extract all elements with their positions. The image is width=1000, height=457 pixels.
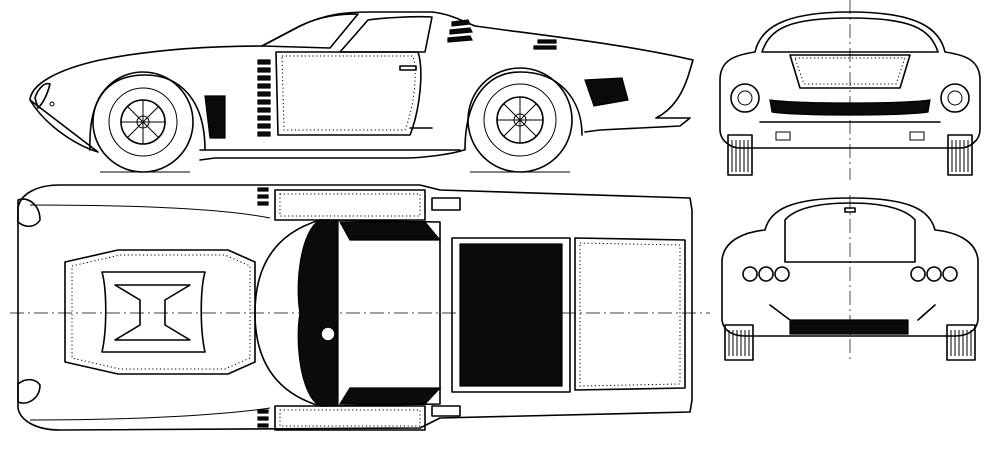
plate-right: [909, 131, 925, 141]
rear-intake: [584, 77, 629, 107]
exhaust-pipes: [769, 304, 936, 321]
rear-wheel: [467, 67, 573, 173]
front-view: [719, 0, 981, 180]
rear-quarter-vents: [447, 19, 557, 50]
nose-light-bottom: [17, 378, 41, 404]
fuel-cap-bottom: [431, 405, 461, 417]
front-hood-bulge: [789, 54, 911, 89]
side-view: [29, 11, 694, 173]
a-pillar-dark: [297, 219, 339, 407]
front-body-outline: [719, 11, 981, 149]
rear-wing: [844, 207, 856, 213]
mirror-badge: [320, 326, 336, 342]
engine-cover: [574, 237, 686, 391]
engine-cover-rivets: [579, 242, 681, 387]
rear-arch: [464, 71, 583, 151]
door-rivets: [279, 193, 421, 427]
rear-window: [459, 243, 563, 387]
front-hood-rivets: [794, 57, 906, 85]
door-top: [274, 189, 426, 221]
rear-body-outline: [721, 197, 979, 337]
tail-lights-left: [742, 266, 790, 282]
front-tire-left: [727, 134, 753, 176]
door-handle: [399, 65, 417, 71]
headlight-right: [940, 83, 970, 113]
headlight-left: [730, 83, 760, 113]
hood-scoop: [101, 271, 206, 353]
side-glass-top: [338, 221, 442, 241]
door-bottom: [274, 405, 426, 431]
fender-vents: [257, 59, 271, 137]
side-window: [339, 15, 433, 53]
front-intake: [204, 95, 226, 139]
rear-view: [721, 195, 979, 361]
front-wheel: [92, 71, 194, 173]
roof-panel: [319, 219, 441, 407]
top-vents: [257, 187, 269, 428]
rear-tire-right: [946, 324, 976, 361]
front-windshield: [761, 17, 939, 53]
side-glass-bottom: [338, 387, 442, 405]
front-tire-right: [947, 134, 973, 176]
fuel-cap-top: [431, 197, 461, 211]
hood-rivets: [71, 254, 251, 370]
front-grille: [769, 99, 931, 116]
rear-window-frame: [451, 237, 571, 393]
rear-window: [784, 202, 916, 263]
rear-tire-left: [724, 324, 754, 361]
top-body-outline: [17, 184, 693, 431]
rear-diffuser: [789, 319, 909, 335]
tail-lights-right: [910, 266, 958, 282]
top-view: [10, 184, 710, 431]
side-door-rivets: [281, 55, 416, 131]
plate-left: [775, 131, 791, 141]
side-windshield: [261, 13, 359, 49]
hood-panel: [64, 249, 256, 375]
side-door: [275, 51, 422, 136]
fender-lines: [29, 204, 271, 421]
nose-light-top: [17, 198, 41, 228]
hood-scoop-inner: [114, 284, 191, 341]
side-headlight: [34, 82, 51, 109]
